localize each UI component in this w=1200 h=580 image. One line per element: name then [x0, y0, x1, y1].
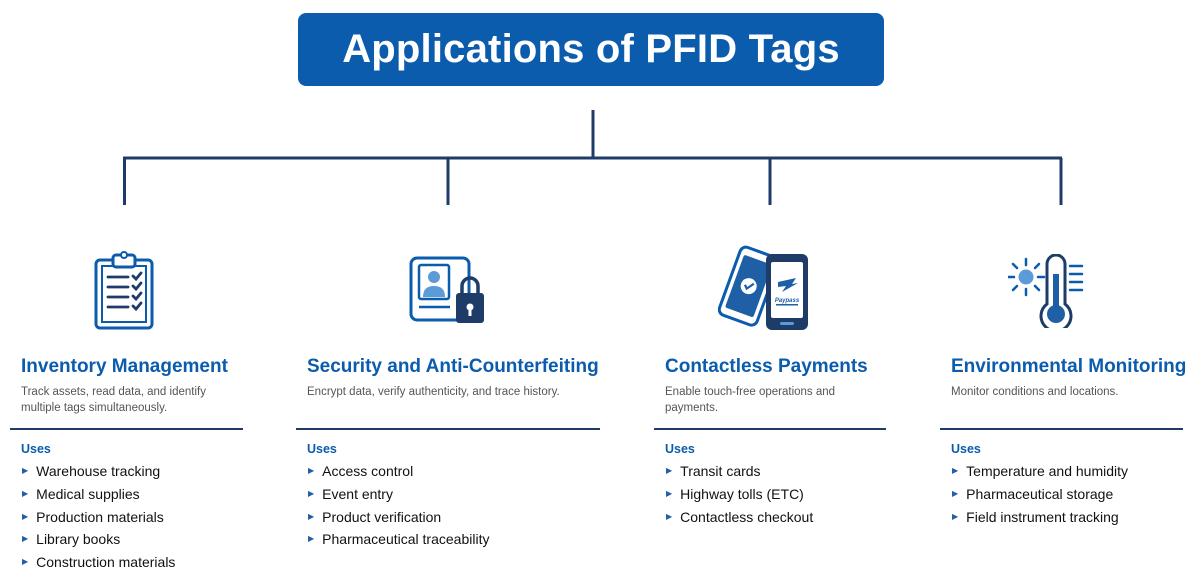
column-environmental-monitoring: Environmental Monitoring Monitor conditi…: [951, 356, 1186, 424]
bullet-icon: ▶: [952, 511, 959, 521]
column-divider-3: [654, 428, 886, 430]
list-item: ▶Pharmaceutical traceability: [307, 528, 489, 551]
column-description: Encrypt data, verify authenticity, and t…: [307, 386, 560, 398]
bullet-icon: ▶: [308, 511, 315, 521]
uses-label: Uses: [665, 442, 695, 456]
column-contactless-payments: Contactless Payments Enable touch-free o…: [665, 356, 887, 424]
list-item: ▶Medical supplies: [21, 483, 175, 506]
uses-label: Uses: [307, 442, 337, 456]
connector-tree: [123, 110, 1063, 205]
list-item: ▶Library books: [21, 528, 175, 551]
bullet-icon: ▶: [308, 488, 315, 498]
list-item: ▶Warehouse tracking: [21, 460, 175, 483]
column-divider-4: [940, 428, 1183, 430]
column-description: Monitor conditions and locations.: [951, 386, 1119, 398]
list-item: ▶Pharmaceutical storage: [951, 483, 1128, 506]
bullet-icon: ▶: [22, 534, 29, 544]
uses-list-environmental: Uses ▶Temperature and humidity ▶Pharmace…: [951, 442, 1128, 528]
paypass-text: Paypass: [775, 298, 800, 304]
uses-list-security: Uses ▶Access control ▶Event entry ▶Produ…: [307, 442, 489, 551]
column-title: Environmental Monitoring: [951, 356, 1187, 377]
list-item: ▶Access control: [307, 460, 489, 483]
uses-label: Uses: [951, 442, 981, 456]
clipboard-checklist-icon: [94, 251, 154, 330]
uses-list-inventory: Uses ▶Warehouse tracking ▶Medical suppli…: [21, 442, 175, 574]
column-divider-1: [10, 428, 243, 430]
sun-thermometer-icon: [1008, 254, 1084, 328]
column-description: Track assets, read data, and identify mu…: [21, 386, 206, 414]
column-title: Contactless Payments: [665, 356, 868, 377]
bullet-icon: ▶: [952, 466, 959, 475]
id-card-lock-icon: [409, 256, 484, 323]
list-item: ▶Contactless checkout: [665, 506, 813, 529]
column-title: Inventory Management: [21, 356, 228, 377]
bullet-icon: ▶: [952, 488, 959, 498]
uses-list-payments: Uses ▶Transit cards ▶Highway tolls (ETC)…: [665, 442, 813, 528]
diagram-title: Applications of PFID Tags: [342, 27, 840, 71]
column-description: Enable touch-free operations and payment…: [665, 386, 836, 414]
column-divider-2: [296, 428, 600, 430]
list-item: ▶Temperature and humidity: [951, 460, 1128, 483]
column-inventory-management: Inventory Management Track assets, read …: [21, 356, 243, 424]
list-item: ▶Construction materials: [21, 551, 175, 574]
bullet-icon: ▶: [22, 511, 29, 521]
column-security: Security and Anti-Counterfeiting Encrypt…: [307, 356, 599, 424]
title-banner: Applications of PFID Tags: [298, 13, 884, 86]
uses-label: Uses: [21, 442, 51, 456]
list-item: ▶Highway tolls (ETC): [665, 483, 813, 506]
list-item: ▶Transit cards: [665, 460, 813, 483]
column-title: Security and Anti-Counterfeiting: [307, 356, 599, 377]
list-item: ▶Product verification: [307, 506, 489, 529]
list-item: ▶Event entry: [307, 483, 489, 506]
bullet-icon: ▶: [308, 534, 315, 544]
bullet-icon: ▶: [666, 466, 673, 475]
bullet-icon: ▶: [22, 466, 29, 475]
bullet-icon: ▶: [22, 557, 29, 567]
bullet-icon: ▶: [666, 511, 673, 521]
bullet-icon: ▶: [308, 466, 315, 475]
contactless-phones-icon: Paypass: [718, 245, 808, 330]
bullet-icon: ▶: [666, 488, 673, 498]
bullet-icon: ▶: [22, 488, 29, 498]
list-item: ▶Production materials: [21, 506, 175, 529]
list-item: ▶Field instrument tracking: [951, 506, 1128, 529]
